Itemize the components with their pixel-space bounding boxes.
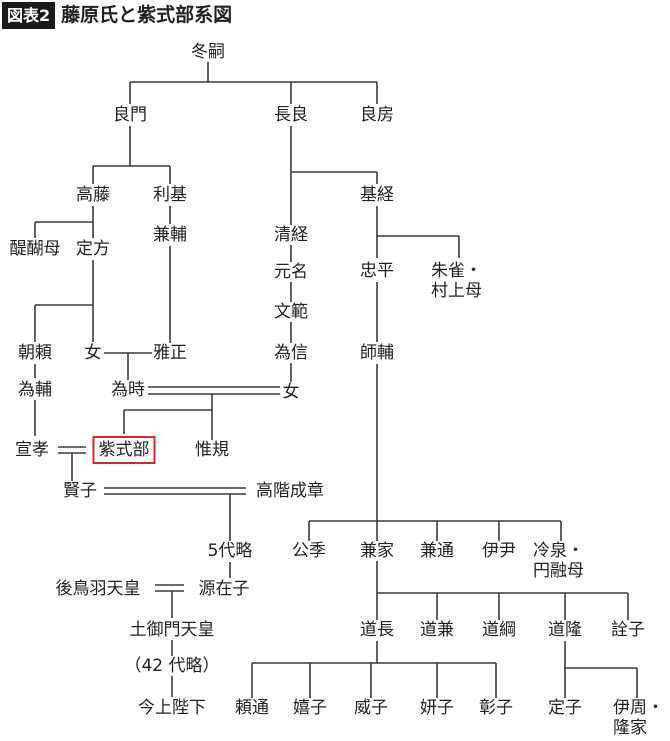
person-senshi: 詮子 <box>610 620 646 640</box>
person-reizei-enyu-mother: 冷泉・ 円融母 <box>532 541 585 581</box>
generations-omitted-42: （42 代略） <box>123 656 221 676</box>
person-takashina-nariakira: 高階成章 <box>255 481 325 501</box>
person-morosuke: 師輔 <box>359 343 395 363</box>
person-michitsuna: 道綱 <box>481 620 517 640</box>
figure-title: 藤原氏と紫式部系図 <box>61 4 233 26</box>
figure-header: 図表2 藤原氏と紫式部系図 <box>0 0 232 30</box>
person-koretada: 伊尹 <box>481 541 517 561</box>
person-kanemichi: 兼通 <box>419 541 455 561</box>
person-fumonori: 文範 <box>273 302 309 322</box>
person-nobutaka: 宣孝 <box>14 440 50 460</box>
person-shoshi: 彰子 <box>478 698 514 718</box>
person-onna-2: 女 <box>281 382 301 402</box>
person-asayori: 朝頼 <box>17 343 53 363</box>
person-michikane: 道兼 <box>419 620 455 640</box>
person-masatada: 雅正 <box>152 343 188 363</box>
person-kenshi: 賢子 <box>62 481 98 501</box>
person-kenshi-2: 妍子 <box>419 698 455 718</box>
person-fuyutsugu: 冬嗣 <box>190 42 226 62</box>
person-motona: 元名 <box>273 262 309 282</box>
person-sadakata: 定方 <box>75 239 111 259</box>
person-yorimichi: 頼通 <box>234 698 270 718</box>
person-yoshifusa: 良房 <box>359 105 395 125</box>
person-kaneie: 兼家 <box>359 541 395 561</box>
person-michitaka: 道隆 <box>547 620 583 640</box>
person-minamoto-zaishi: 源在子 <box>197 579 251 599</box>
person-daigobo: 醍醐母 <box>8 239 62 259</box>
person-tadahira: 忠平 <box>359 261 395 281</box>
person-kinjo-heika: 今上陛下 <box>137 698 207 718</box>
person-tameno: 為信 <box>273 343 309 363</box>
person-teishi: 定子 <box>547 698 583 718</box>
person-nobunori: 惟規 <box>194 440 230 460</box>
person-korechika-takaie: 伊周・ 隆家 <box>612 698 665 738</box>
person-tsuchimikado-tenno: 土御門天皇 <box>128 620 216 640</box>
person-kiyotsune: 清経 <box>273 225 309 245</box>
person-ishi: 威子 <box>353 698 389 718</box>
person-kanesuke: 兼輔 <box>152 225 188 245</box>
person-kishi: 嬉子 <box>292 698 328 718</box>
person-kinsue: 公季 <box>291 541 327 561</box>
person-michinaga: 道長 <box>359 620 395 640</box>
person-gotoba-tenno: 後鳥羽天皇 <box>54 579 142 599</box>
generations-omitted-5: 5代略 <box>206 541 254 561</box>
figure-badge: 図表2 <box>2 1 56 29</box>
person-takafuji: 高藤 <box>75 185 111 205</box>
person-nagara: 長良 <box>273 105 309 125</box>
person-onna-1: 女 <box>83 343 103 363</box>
person-mototsune: 基経 <box>359 185 395 205</box>
person-murasaki-shikibu-highlighted: 紫式部 <box>92 436 156 464</box>
person-toshimoto: 利基 <box>152 185 188 205</box>
person-tamesuke: 為輔 <box>17 380 53 400</box>
person-suzaku-murakami-mother: 朱雀・ 村上母 <box>430 261 483 301</box>
person-tametoki: 為時 <box>110 380 146 400</box>
person-yoshikado: 良門 <box>112 105 148 125</box>
